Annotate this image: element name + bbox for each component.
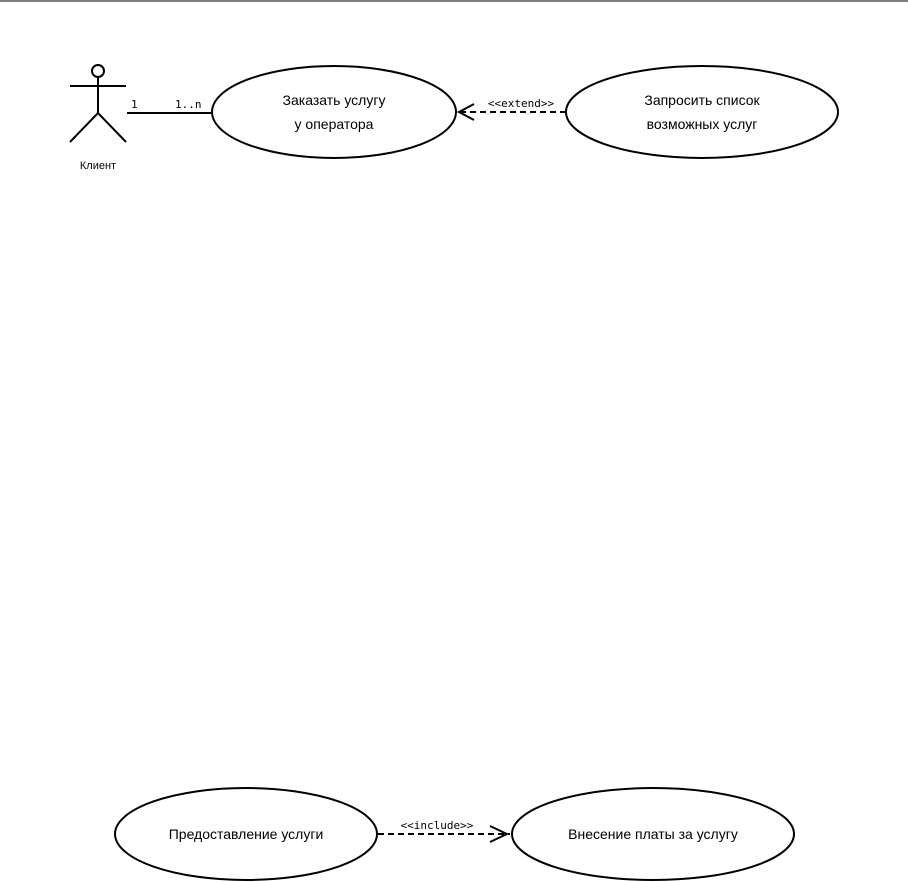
multiplicity-actor: 1: [131, 98, 138, 111]
extend-relation[interactable]: <<extend>>: [459, 97, 566, 120]
usecase-request-list-line2: возможных услуг: [647, 116, 758, 132]
actor-client[interactable]: Клиент: [70, 65, 126, 172]
usecase-request-list-ellipse: [566, 66, 838, 158]
usecase-order-service-line1: Заказать услугу: [283, 92, 386, 108]
actor-head: [92, 65, 104, 77]
include-relation[interactable]: <<include>>: [378, 819, 510, 842]
usecase-payment[interactable]: Внесение платы за услугу: [512, 788, 794, 880]
actor-left-leg: [70, 113, 98, 142]
include-label: <<include>>: [401, 819, 474, 832]
usecase-provide-service[interactable]: Предоставление услуги: [115, 788, 377, 880]
usecase-order-service-line2: у оператора: [295, 116, 374, 132]
usecase-order-service[interactable]: Заказать услугу у оператора: [212, 66, 456, 158]
usecase-payment-label: Внесение платы за услугу: [568, 826, 738, 842]
multiplicity-usecase: 1..n: [175, 98, 202, 111]
actor-right-leg: [98, 113, 126, 142]
usecase-request-list-line1: Запросить список: [644, 92, 760, 108]
actor-label: Клиент: [80, 160, 116, 172]
extend-label: <<extend>>: [488, 97, 555, 110]
usecase-request-list[interactable]: Запросить список возможных услуг: [566, 66, 838, 158]
usecase-order-service-ellipse: [212, 66, 456, 158]
usecase-provide-service-label: Предоставление услуги: [169, 826, 324, 842]
